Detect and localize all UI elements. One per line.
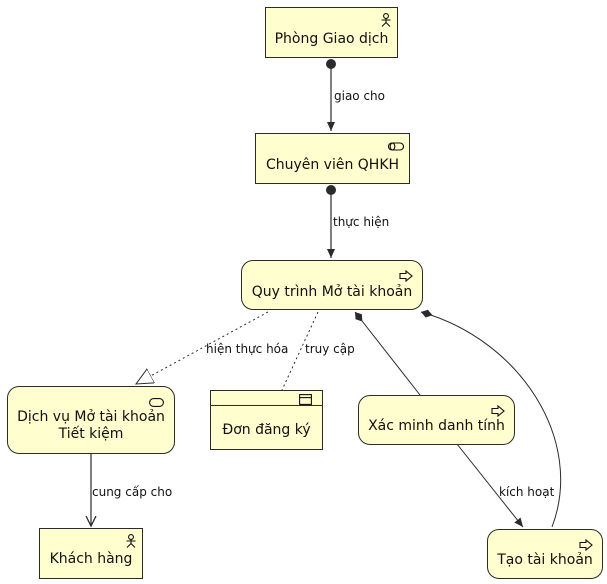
node-chuyen-vien-qhkh[interactable]: Chuyên viên QHKH: [255, 133, 410, 184]
node-label: Đơn đăng ký: [222, 421, 311, 438]
edge-label-truy-cap: truy cập: [305, 342, 355, 356]
edge-composition-xac-minh: [354, 311, 421, 396]
edge-label-kich-hoat: kích hoạt: [499, 485, 555, 499]
process-arrow-icon: [399, 270, 413, 282]
node-phong-giao-dich[interactable]: Phòng Giao dịch: [265, 7, 398, 58]
node-tao-tai-khoan[interactable]: Tạo tài khoản: [487, 529, 603, 579]
node-don-dang-ky[interactable]: Đơn đăng ký: [210, 390, 323, 450]
node-label: Xác minh danh tính: [368, 417, 505, 434]
node-quy-trinh-mo-tai-khoan[interactable]: Quy trình Mở tài khoản: [241, 260, 423, 310]
edge-giao-cho: [326, 59, 336, 131]
edge-thuc-hien: [326, 185, 336, 258]
node-label: Khách hàng: [49, 551, 133, 567]
assignment-dot-icon: [326, 59, 336, 69]
edge-composition-tao-tai-khoan: [420, 309, 562, 528]
node-khach-hang[interactable]: Khách hàng: [39, 528, 143, 579]
actor-icon: [126, 534, 136, 548]
node-label-line2: Tiết kiệm: [58, 426, 124, 442]
node-xac-minh-danh-tinh[interactable]: Xác minh danh tính: [358, 395, 515, 445]
edge-label-hien-thuc-hoa: hiện thực hóa: [206, 342, 289, 356]
actor-icon: [381, 13, 391, 27]
data-object-icon: [299, 394, 312, 405]
service-icon: [149, 398, 164, 407]
node-label: Chuyên viên QHKH: [265, 157, 400, 173]
object-header: [211, 391, 322, 406]
edge-label-cung-cap-cho: cung cấp cho: [92, 485, 173, 499]
node-label: Phòng Giao dịch: [274, 31, 389, 47]
node-label: Tạo tài khoản: [497, 551, 593, 568]
process-arrow-icon: [579, 539, 593, 551]
node-label-line1: Dịch vụ Mở tài khoản: [17, 409, 165, 425]
edge-label-giao-cho: giao cho: [334, 89, 386, 103]
edge-hien-thuc-hoa: [136, 311, 269, 384]
process-arrow-icon: [491, 405, 505, 417]
edge-kich-hoat: [456, 443, 524, 528]
assignment-dot-icon: [326, 185, 336, 195]
edge-truy-cap: [281, 311, 319, 391]
role-icon: [388, 142, 404, 151]
edge-label-thuc-hien: thực hiện: [333, 215, 390, 229]
node-label: Quy trình Mở tài khoản: [251, 283, 413, 300]
node-dich-vu-mo-tai-khoan-tiet-kiem[interactable]: Dịch vụ Mở tài khoản Tiết kiệm: [7, 386, 175, 454]
